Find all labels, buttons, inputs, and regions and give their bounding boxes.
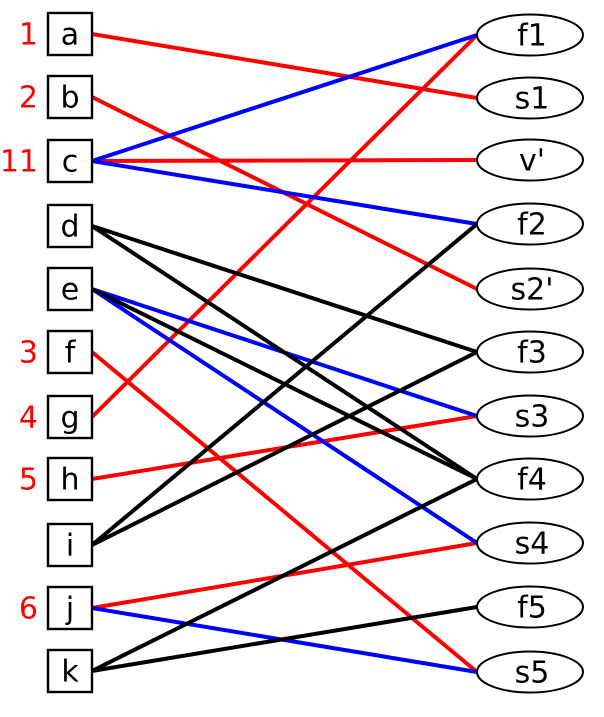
left-node-h: h5 xyxy=(19,456,94,502)
edge-d-f3-black xyxy=(91,224,478,354)
node-ellipse-v' xyxy=(476,138,584,182)
node-label-f: f xyxy=(65,336,77,371)
right-node-v': v' xyxy=(476,138,584,182)
node-number-b: 2 xyxy=(19,81,38,116)
right-node-f1: f1 xyxy=(476,13,584,57)
edge-k-f4-black xyxy=(91,477,478,673)
node-label-e: e xyxy=(61,273,79,308)
node-label-s5: s5 xyxy=(515,656,550,691)
node-ellipse-s4 xyxy=(476,521,584,565)
node-number-h: 5 xyxy=(19,463,38,498)
node-label-f2: f2 xyxy=(517,208,547,243)
node-label-s4: s4 xyxy=(515,527,550,562)
edge-k-f5-black xyxy=(91,605,478,673)
node-label-f1: f1 xyxy=(517,19,547,54)
left-node-d: d xyxy=(46,203,94,249)
node-label-s1: s1 xyxy=(515,82,550,117)
right-node-f3: f3 xyxy=(476,330,584,374)
left-node-i: i xyxy=(46,522,94,568)
node-label-f3: f3 xyxy=(517,336,547,371)
node-number-a: 1 xyxy=(19,18,38,53)
left-node-e: e xyxy=(46,266,94,312)
node-box-g xyxy=(46,394,94,440)
right-node-f4: f4 xyxy=(476,457,584,501)
node-number-g: 4 xyxy=(19,401,38,436)
edge-c-f2-blue xyxy=(91,159,478,226)
edge-d-f4-black xyxy=(90,224,479,481)
node-ellipse-s1 xyxy=(476,76,584,120)
node-box-b xyxy=(46,74,94,120)
node-label-k: k xyxy=(61,655,79,690)
left-node-a: a1 xyxy=(19,11,94,57)
node-box-j xyxy=(46,585,94,631)
node-label-s3: s3 xyxy=(515,400,550,435)
node-ellipse-f1 xyxy=(476,13,584,57)
node-label-b: b xyxy=(60,81,79,116)
edge-a-s1-red xyxy=(91,32,478,100)
left-node-g: g4 xyxy=(19,394,94,440)
node-label-a: a xyxy=(61,18,79,53)
right-node-s2': s2' xyxy=(476,267,584,311)
node-box-f xyxy=(46,329,94,375)
left-node-b: b2 xyxy=(19,74,94,120)
left-node-c: c 11 xyxy=(0,138,94,184)
node-label-c: c xyxy=(62,145,79,180)
edge-i-f3-black xyxy=(91,350,478,547)
edge-i-f2-black xyxy=(90,222,479,547)
node-ellipse-f4 xyxy=(476,457,584,501)
node-box-h xyxy=(46,456,94,502)
node-label-g: g xyxy=(60,401,79,436)
right-node-s4: s4 xyxy=(476,521,584,565)
node-box-e xyxy=(46,266,94,312)
node-label-v': v' xyxy=(519,144,545,179)
node-ellipse-s2' xyxy=(476,267,584,311)
node-box-c xyxy=(46,138,94,184)
node-number-j: 6 xyxy=(19,592,38,627)
node-ellipse-f3 xyxy=(476,330,584,374)
edge-c-v'-red xyxy=(91,158,478,163)
right-node-f5: f5 xyxy=(476,585,584,629)
right-node-f2: f2 xyxy=(476,202,584,246)
node-ellipse-s3 xyxy=(476,394,584,438)
node-box-d xyxy=(46,203,94,249)
edge-e-s4-blue xyxy=(90,287,479,545)
node-label-s2': s2' xyxy=(511,273,554,308)
left-node-f: f3 xyxy=(19,329,94,375)
node-label-j: j xyxy=(65,592,74,627)
nodes-layer: a1b2c11def3g4h5ij6kf1s1v'f2s2'f3s3f4s4f5… xyxy=(0,11,584,694)
right-node-s5: s5 xyxy=(476,650,584,694)
node-label-i: i xyxy=(66,529,74,564)
node-label-f4: f4 xyxy=(517,463,547,498)
node-box-i xyxy=(46,522,94,568)
node-ellipse-f2 xyxy=(476,202,584,246)
node-label-d: d xyxy=(60,210,79,245)
node-ellipse-f5 xyxy=(476,585,584,629)
node-label-f5: f5 xyxy=(517,591,547,626)
node-number-f: 3 xyxy=(19,336,38,371)
node-ellipse-s5 xyxy=(476,650,584,694)
edge-g-f1-red xyxy=(90,33,479,419)
edge-f-s5-red xyxy=(90,350,479,674)
left-node-j: j6 xyxy=(19,585,94,631)
right-node-s1: s1 xyxy=(476,76,584,120)
left-node-k: k xyxy=(46,648,94,694)
edges-layer xyxy=(90,32,479,674)
right-node-s3: s3 xyxy=(476,394,584,438)
node-label-h: h xyxy=(60,463,79,498)
node-box-a xyxy=(46,11,94,57)
edge-c-f1-blue xyxy=(91,33,478,163)
node-box-k xyxy=(46,648,94,694)
node-number-c: 11 xyxy=(0,145,38,180)
